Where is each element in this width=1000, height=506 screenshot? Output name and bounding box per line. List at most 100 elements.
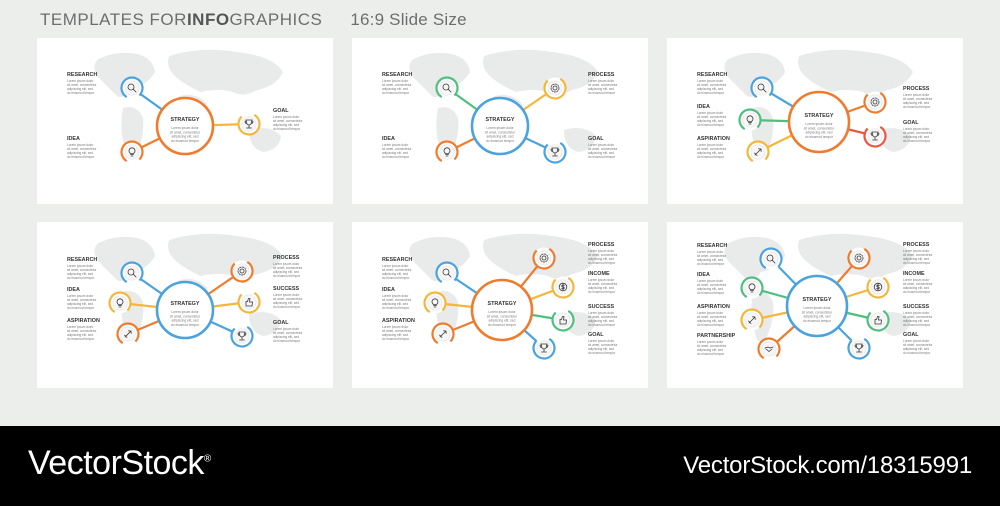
node-description: Lorem ipsum dolor (67, 79, 94, 83)
node-description: sit amet, consectetur (903, 253, 933, 257)
center-description: do eiusmod tempor (803, 319, 832, 323)
node-description: adipiscing elit, sed (67, 272, 93, 276)
node-description: adipiscing elit, sed (697, 119, 723, 123)
node-description: sit amet, consectetur (903, 315, 933, 319)
node-description: sit amet, consectetur (588, 83, 618, 87)
node-label: RESEARCH (697, 243, 727, 249)
node-description: adipiscing elit, sed (382, 333, 408, 337)
node-description: do eiusmod tempor (697, 262, 725, 266)
node-description: sit amet, consectetur (697, 344, 727, 348)
node-description: sit amet, consectetur (273, 119, 303, 123)
node-description: adipiscing elit, sed (697, 258, 723, 262)
center-description: Lorem ipsum dolor (171, 310, 199, 314)
node-description: do eiusmod tempor (697, 91, 725, 95)
node-description: adipiscing elit, sed (588, 151, 614, 155)
node-inner (754, 80, 770, 96)
node-description: do eiusmod tempor (273, 127, 301, 131)
center-label: STRATEGY (488, 301, 517, 307)
node-inner (439, 144, 455, 160)
node-description: do eiusmod tempor (588, 290, 616, 294)
map-continent-1 (94, 236, 155, 281)
map-continent-5 (249, 128, 281, 152)
node-label: PROCESS (903, 242, 930, 248)
trophy-icon (539, 343, 549, 353)
node-description: adipiscing elit, sed (382, 302, 408, 306)
rocket-icon (124, 330, 132, 338)
map-continent-3 (483, 49, 598, 95)
trophy-icon (550, 147, 560, 157)
node-inner (112, 295, 128, 311)
node-description: adipiscing elit, sed (697, 87, 723, 91)
node-description: sit amet, consectetur (697, 115, 727, 119)
node-description: do eiusmod tempor (903, 290, 931, 294)
center-description: adipiscing elit, sed (487, 135, 514, 139)
search-icon (766, 254, 776, 264)
title-suffix: GRAPHICS (229, 10, 323, 29)
center-description: sit amet, consectetur (802, 310, 833, 314)
node-description: Lorem ipsum dolor (697, 250, 724, 254)
node-description: adipiscing elit, sed (588, 347, 614, 351)
node-label: IDEA (382, 136, 395, 142)
gear-icon (550, 83, 560, 93)
center-description: sit amet, consectetur (170, 130, 201, 134)
node-description: Lorem ipsum dolor (382, 79, 409, 83)
node-description: do eiusmod tempor (67, 91, 95, 95)
node-label: SUCCESS (903, 304, 929, 310)
map-continent-3 (168, 49, 283, 95)
node-description: do eiusmod tempor (382, 337, 410, 341)
node-inner (536, 340, 552, 356)
node-description: adipiscing elit, sed (697, 151, 723, 155)
node-inner (742, 112, 758, 128)
center-circle (155, 280, 215, 340)
center-description: sit amet, consectetur (485, 130, 516, 134)
center-label: STRATEGY (486, 117, 515, 123)
trophy-icon (854, 343, 864, 353)
gear-icon (854, 253, 864, 263)
node-description: Lorem ipsum dolor (382, 264, 409, 268)
search-icon (127, 83, 137, 93)
node-description: do eiusmod tempor (903, 139, 931, 143)
node-label: IDEA (67, 136, 80, 142)
node-description: Lorem ipsum dolor (273, 262, 300, 266)
node-inner (234, 263, 250, 279)
node-description: do eiusmod tempor (273, 305, 301, 309)
node-description: adipiscing elit, sed (903, 101, 929, 105)
node-label: ASPIRATION (67, 318, 100, 324)
node-description: Lorem ipsum dolor (588, 143, 615, 147)
node-description: sit amet, consectetur (588, 147, 618, 151)
lightbulb-icon (443, 147, 451, 157)
node-description: Lorem ipsum dolor (588, 339, 615, 343)
node-description: sit amet, consectetur (588, 315, 618, 319)
node-inner (124, 265, 140, 281)
node-description: adipiscing elit, sed (588, 87, 614, 91)
center-description: do eiusmod tempor (486, 139, 515, 143)
node-description: Lorem ipsum dolor (903, 278, 930, 282)
node-description: do eiusmod tempor (903, 351, 931, 355)
center-description: sit amet, consectetur (170, 314, 201, 318)
node-description: do eiusmod tempor (273, 339, 301, 343)
node-description: Lorem ipsum dolor (588, 311, 615, 315)
center-label: STRATEGY (171, 117, 200, 123)
node-description: sit amet, consectetur (697, 283, 727, 287)
node-description: do eiusmod tempor (67, 306, 95, 310)
node-description: do eiusmod tempor (903, 323, 931, 327)
node-description: sit amet, consectetur (67, 298, 97, 302)
